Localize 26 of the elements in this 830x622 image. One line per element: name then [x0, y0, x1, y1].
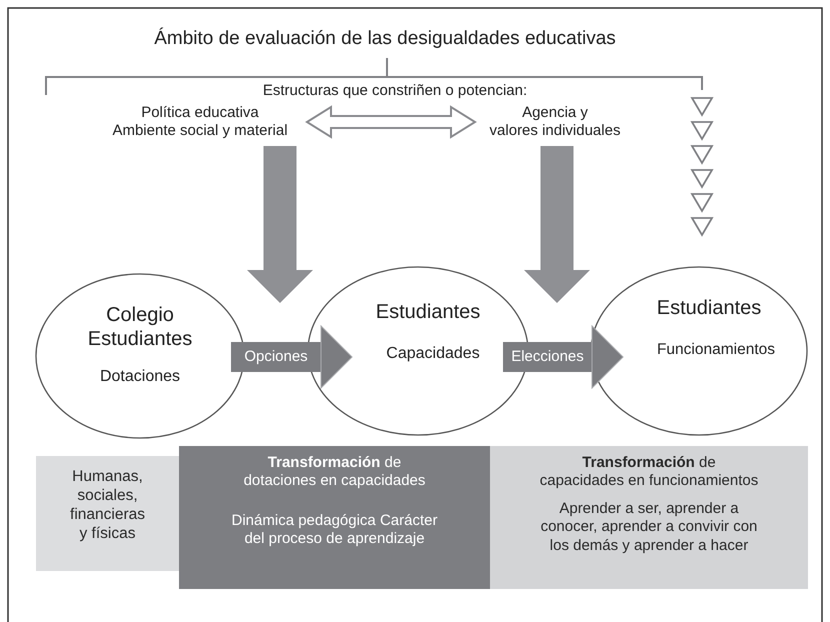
edge-label: Opciones — [243, 347, 309, 367]
ellipse-node — [35, 273, 245, 439]
ellipse-node — [590, 266, 808, 436]
heading-text: Estructuras que constriñen o potencian: — [262, 82, 528, 99]
text-panel — [490, 446, 808, 589]
node-text: Humanas, sociales, financieras y físicas — [69, 468, 146, 544]
arrow — [503, 326, 624, 388]
diagram-title: Ámbito de evaluación de las desigualdades educativas — [153, 28, 617, 50]
node-text: Dinámica pedagógica Carácter del proceso de aprendizaje — [230, 512, 438, 549]
node-title: Estudiantes — [656, 296, 762, 320]
text-panel — [36, 456, 179, 571]
node-text: Transformación de capacidades en funcionamientos — [538, 454, 760, 491]
node-title: Colegio Estudiantes — [86, 303, 194, 352]
text-panel — [179, 446, 490, 589]
node-text: Transformación de dotaciones en capacidades — [242, 454, 426, 491]
node-text: Capacidades — [385, 344, 481, 364]
double-arrow — [305, 105, 477, 139]
node-title: Estudiantes — [374, 300, 482, 324]
arrow — [524, 146, 590, 303]
node-text: Funcionamientos — [656, 341, 776, 360]
node-text: Aprender a ser, aprender a conocer, aprender a convivir con los demás y aprender a hacer — [540, 500, 758, 555]
node-text: Política educativa Ambiente social y material — [111, 104, 289, 141]
edge-label: Elecciones — [510, 347, 585, 367]
node-text: Dotaciones — [98, 367, 182, 387]
node-text: Agencia y valores individuales — [488, 104, 622, 141]
arrow — [247, 146, 313, 303]
